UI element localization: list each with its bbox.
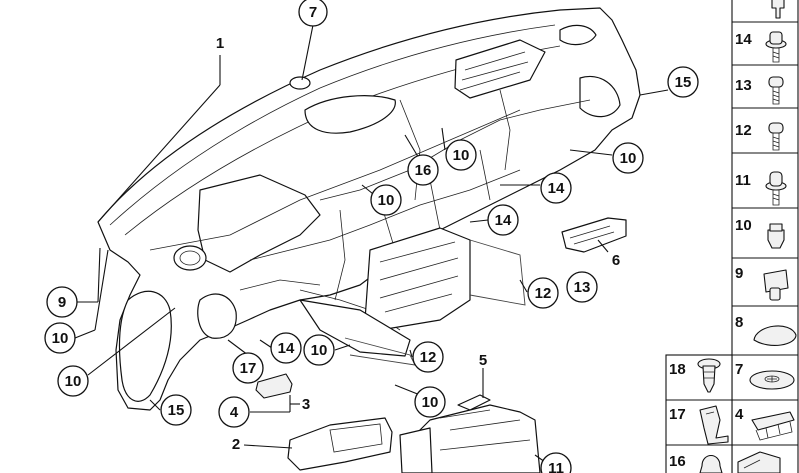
glovebox-assembly	[399, 394, 541, 473]
legend-14-label: 14	[735, 31, 752, 48]
callout-10-d-label: 10	[52, 330, 69, 347]
callout-13: 13	[566, 271, 598, 303]
callout-10-b: 10	[612, 142, 644, 174]
callout-10-f: 10	[303, 334, 335, 366]
part-2-bracket	[287, 417, 393, 471]
spring-clip-icon	[751, 411, 795, 441]
legend-18-label: 18	[669, 361, 686, 378]
callout-2: 2	[232, 436, 240, 453]
bracket-clip-icon	[699, 405, 729, 445]
callout-3: 3	[302, 396, 310, 413]
legend-16-label: 16	[669, 453, 686, 470]
callout-10-a: 10	[445, 139, 477, 171]
legend-11-label: 11	[735, 172, 751, 189]
callout-7-top: 7	[298, 0, 328, 27]
expanding-nut-icon	[767, 223, 785, 249]
group-bracket-12b	[344, 337, 416, 366]
callout-10-a-label: 10	[453, 147, 470, 164]
plug-icon	[699, 454, 723, 473]
center-console-bracket	[299, 227, 471, 357]
callout-1: 1	[216, 35, 224, 52]
cover-cap-icon	[753, 325, 797, 346]
callout-12-b: 12	[412, 341, 444, 373]
callout-10-f-label: 10	[311, 342, 328, 359]
callout-10-c: 10	[370, 184, 402, 216]
screw-icon-12	[768, 122, 784, 151]
callout-6-label: 6	[612, 252, 620, 269]
callout-5: 5	[479, 352, 487, 369]
callout-5-label: 5	[479, 352, 487, 369]
group-bracket-12a	[469, 239, 526, 306]
legend-panel: 14 13 12 11 10 9	[665, 0, 799, 473]
push-rivet-icon	[697, 358, 721, 393]
callout-14-a: 14	[540, 172, 572, 204]
callout-13-label: 13	[574, 279, 591, 296]
callout-15-right: 15	[667, 66, 699, 98]
callout-2-label: 2	[232, 436, 240, 453]
screw-with-washer-icon-11	[765, 171, 787, 206]
grommet-icon	[749, 370, 795, 390]
screw-with-washer-icon	[765, 31, 787, 63]
callout-14-c: 14	[270, 332, 302, 364]
callout-10-e: 10	[57, 365, 89, 397]
callout-17-label: 17	[240, 360, 257, 377]
callout-17: 17	[232, 352, 264, 384]
callout-12-a: 12	[527, 277, 559, 309]
legend-10-label: 10	[735, 217, 752, 234]
screw-icon-13	[768, 76, 784, 105]
clip-nut-icon	[763, 269, 789, 301]
callout-11: 11	[540, 452, 572, 473]
callout-15-left: 15	[160, 394, 192, 426]
callout-4: 4	[218, 396, 250, 428]
callout-14-c-label: 14	[278, 340, 295, 357]
callout-10-b-label: 10	[620, 150, 637, 167]
callout-15-left-label: 15	[168, 402, 185, 419]
legend-8-label: 8	[735, 314, 743, 331]
callout-9-label: 9	[58, 294, 66, 311]
callout-12-a-label: 12	[535, 285, 552, 302]
part-3-clip	[255, 373, 293, 399]
callout-4-label: 4	[230, 404, 239, 421]
legend-9-label: 9	[735, 265, 743, 282]
legend-13-label: 13	[735, 77, 752, 94]
callout-16: 16	[407, 154, 439, 186]
callout-9: 9	[46, 286, 78, 318]
legend-bottom-part-icon	[737, 451, 781, 473]
legend-top-screw-icon	[771, 0, 785, 19]
callout-3-label: 3	[302, 396, 310, 413]
leader-lines	[74, 24, 669, 463]
legend-12-label: 12	[735, 122, 752, 139]
instrument-panel-carrier	[97, 7, 641, 411]
callout-10-e-label: 10	[65, 373, 82, 390]
callout-14-b: 14	[487, 204, 519, 236]
callout-11-label: 11	[548, 460, 564, 473]
callout-7-top-label: 7	[309, 4, 317, 21]
callout-10-c-label: 10	[378, 192, 395, 209]
legend-7-label: 7	[735, 361, 743, 378]
part-6-bracket	[561, 217, 627, 253]
callout-16-label: 16	[415, 162, 432, 179]
callout-10-g-label: 10	[422, 394, 439, 411]
callout-6: 6	[612, 252, 620, 269]
callout-14-a-label: 14	[548, 180, 565, 197]
legend-4-label: 4	[735, 406, 744, 423]
callout-15-right-label: 15	[675, 74, 692, 91]
callout-14-b-label: 14	[495, 212, 512, 229]
callout-12-b-label: 12	[420, 349, 437, 366]
legend-17-label: 17	[669, 406, 686, 423]
callout-10-g: 10	[414, 386, 446, 418]
callout-1-label: 1	[216, 35, 224, 52]
callout-10-d: 10	[44, 322, 76, 354]
